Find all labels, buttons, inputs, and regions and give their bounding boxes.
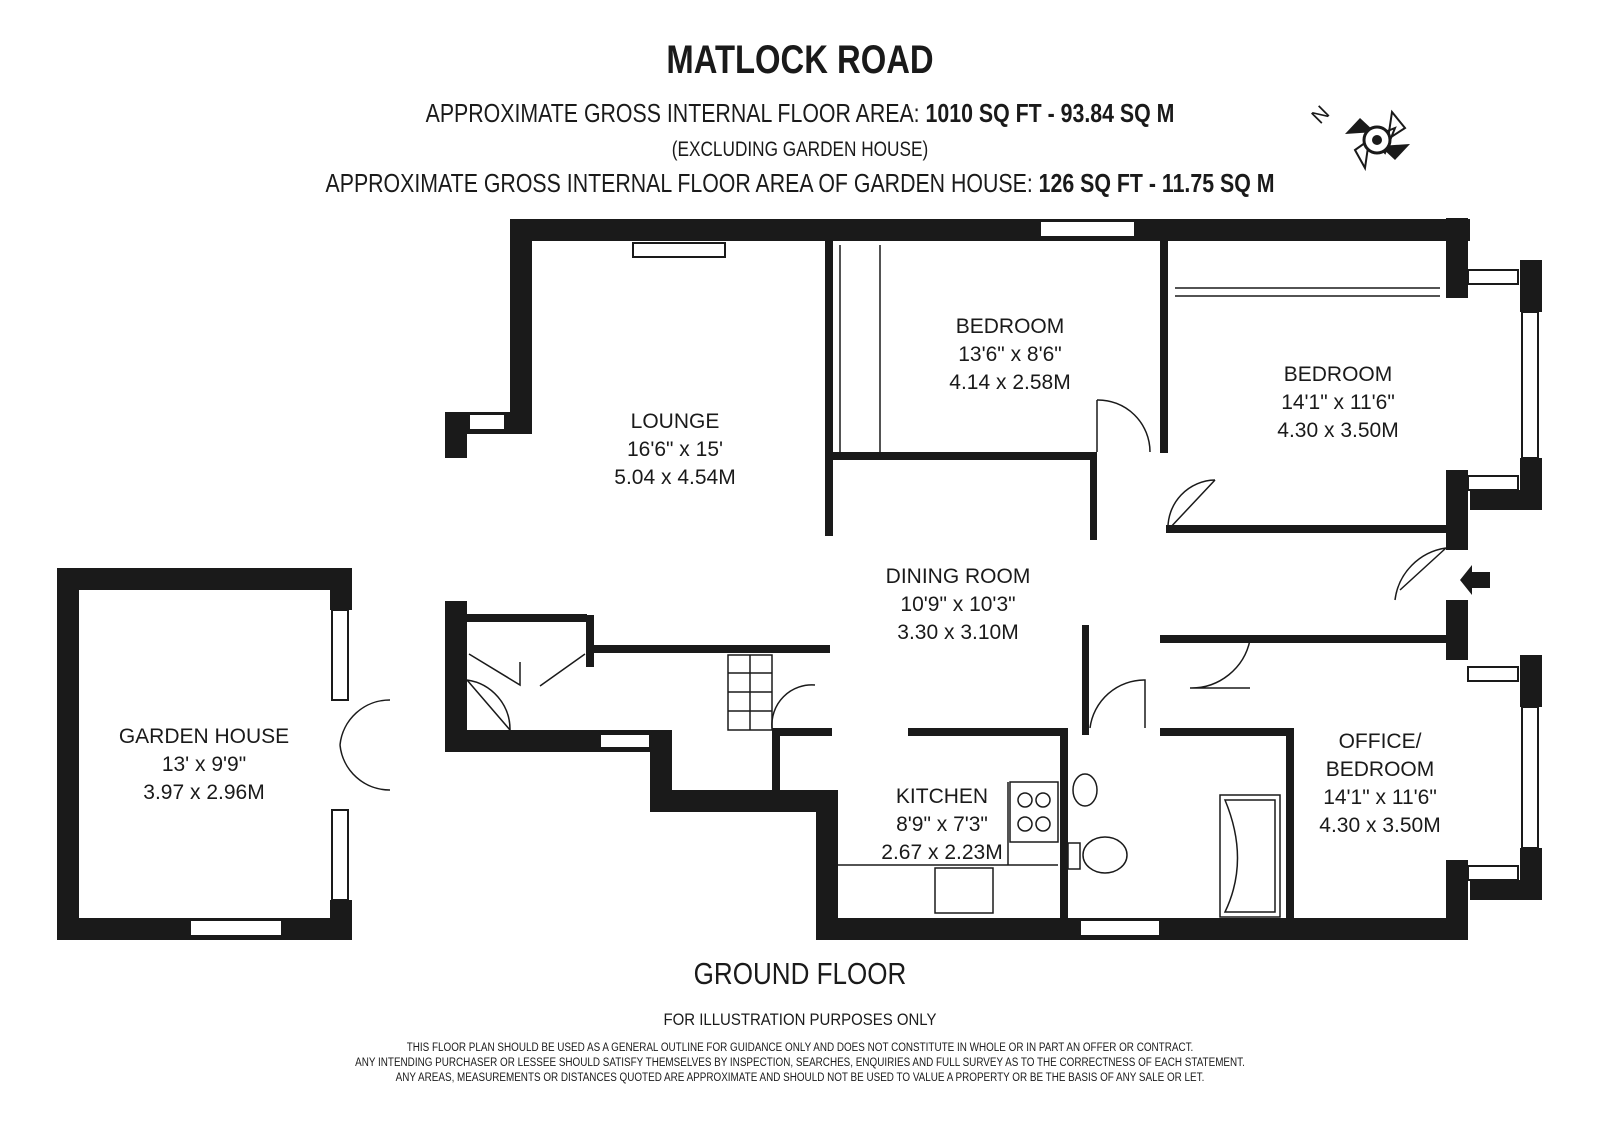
gross-area-value: 1010 SQ FT - 93.84 SQ M — [925, 98, 1175, 128]
disclaimer-line-2: ANY INTENDING PURCHASER OR LESSEE SHOULD… — [355, 1057, 1245, 1069]
room-dimensions-imperial: 14'1" x 11'6" — [1323, 786, 1437, 809]
garden-area-line: APPROXIMATE GROSS INTERNAL FLOOR AREA OF… — [144, 168, 1456, 199]
windows — [468, 220, 1539, 937]
compass-rose-icon — [1345, 109, 1410, 172]
gross-area-note: (EXCLUDING GARDEN HOUSE) — [671, 138, 929, 161]
room-dimensions-metric: 4.30 x 3.50M — [1319, 814, 1440, 837]
room-bedroom-2: BEDROOM 14'1" x 11'6" 4.30 x 3.50M — [1277, 363, 1398, 442]
room-garden-house: GARDEN HOUSE 13' x 9'9" 3.97 x 2.96M — [119, 725, 289, 804]
room-dimensions-metric: 4.14 x 2.58M — [949, 371, 1070, 394]
room-dimensions-imperial: 14'1" x 11'6" — [1281, 391, 1395, 414]
interior-walls — [467, 241, 1460, 918]
room-dining: DINING ROOM 10'9" x 10'3" 3.30 x 3.10M — [886, 565, 1031, 644]
room-dimensions-imperial: 16'6" x 15' — [627, 438, 723, 461]
room-dimensions-metric: 2.67 x 2.23M — [881, 841, 1002, 864]
exterior-walls — [445, 218, 1542, 940]
room-dimensions-imperial: 10'9" x 10'3" — [900, 593, 1015, 616]
room-name-line2: BEDROOM — [1326, 758, 1435, 781]
gross-area-line: APPROXIMATE GROSS INTERNAL FLOOR AREA: 1… — [144, 98, 1456, 129]
room-dimensions-imperial: 13' x 9'9" — [162, 753, 246, 776]
room-name: GARDEN HOUSE — [119, 725, 289, 748]
room-name: BEDROOM — [1284, 363, 1393, 386]
room-lounge: LOUNGE 16'6" x 15' 5.04 x 4.54M — [614, 410, 735, 489]
wardrobe — [839, 245, 1440, 452]
compass-north-label: N — [1307, 102, 1334, 129]
room-dimensions-metric: 4.30 x 3.50M — [1277, 419, 1398, 442]
room-dimensions-imperial: 13'6" x 8'6" — [958, 343, 1062, 366]
room-office-bedroom: OFFICE/ BEDROOM 14'1" x 11'6" 4.30 x 3.5… — [1319, 730, 1440, 837]
disclaimer-line-3: ANY AREAS, MEASUREMENTS OR DISTANCES QUO… — [395, 1072, 1205, 1084]
room-bedroom-1: BEDROOM 13'6" x 8'6" 4.14 x 2.58M — [949, 315, 1070, 394]
kitchen-fixtures — [838, 781, 1059, 914]
floor-label: GROUND FLOOR — [693, 956, 907, 991]
room-name: BEDROOM — [956, 315, 1065, 338]
room-dimensions-metric: 5.04 x 4.54M — [614, 466, 735, 489]
room-dimensions-metric: 3.97 x 2.96M — [143, 781, 264, 804]
garden-area-label: APPROXIMATE GROSS INTERNAL FLOOR AREA OF… — [325, 168, 1033, 198]
room-dimensions-metric: 3.30 x 3.10M — [897, 621, 1018, 644]
room-dimensions-imperial: 8'9" x 7'3" — [896, 813, 988, 836]
disclaimer-line-1: THIS FLOOR PLAN SHOULD BE USED AS A GENE… — [406, 1042, 1194, 1054]
room-name: LOUNGE — [631, 410, 720, 433]
room-name: KITCHEN — [896, 785, 988, 808]
room-kitchen: KITCHEN 8'9" x 7'3" 2.67 x 2.23M — [881, 785, 1002, 864]
gross-area-label: APPROXIMATE GROSS INTERNAL FLOOR AREA: — [425, 98, 920, 128]
garden-area-value: 126 SQ FT - 11.75 SQ M — [1038, 168, 1275, 198]
stairs — [727, 654, 773, 731]
room-name: DINING ROOM — [886, 565, 1031, 588]
illustration-note: FOR ILLUSTRATION PURPOSES ONLY — [663, 1010, 937, 1029]
doors — [339, 399, 1447, 791]
entrance-arrow-icon — [1460, 565, 1490, 595]
bathroom-fixtures — [1067, 773, 1281, 918]
room-name-line1: OFFICE/ — [1339, 730, 1422, 753]
garden-house-windows — [189, 609, 349, 937]
plan-title: MATLOCK ROAD — [666, 38, 934, 82]
